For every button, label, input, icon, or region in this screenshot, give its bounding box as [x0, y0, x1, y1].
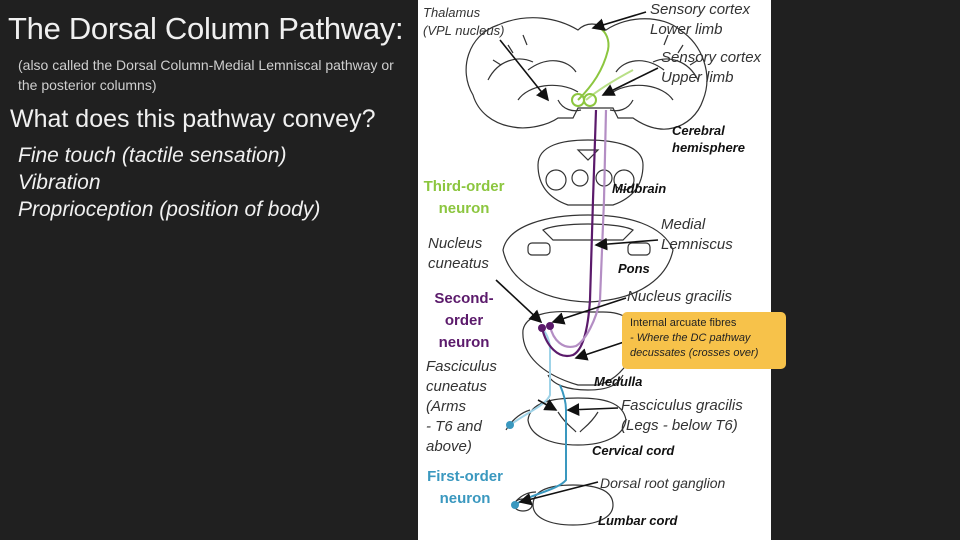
diagram-panel	[418, 0, 771, 540]
pointer-arrows	[495, 11, 659, 506]
label-line: Medial	[661, 216, 706, 233]
label-line: Fasciculus	[426, 358, 497, 375]
label-line: neuron	[439, 490, 491, 507]
cerebral-hemisphere-outline	[465, 17, 708, 130]
bullet-item: Proprioception (position of body)	[18, 198, 321, 221]
label-line: Second-	[434, 290, 494, 307]
right-margin	[771, 0, 960, 540]
label-line: (VPL nucleus)	[423, 23, 505, 38]
label-line: hemisphere	[672, 140, 745, 155]
label-nucleus-gracilis: Nucleus gracilis	[627, 288, 733, 305]
dorsal-column-diagram	[465, 11, 708, 526]
slide-text-area: The Dorsal Column Pathway: (also called …	[0, 0, 418, 540]
bullet-list: Fine touch (tactile sensation) Vibration…	[18, 142, 320, 223]
label-cerebral-hemisphere: Cerebral hemisphere	[672, 122, 745, 156]
label-line: cuneatus	[426, 378, 487, 395]
slide-subtitle: (also called the Dorsal Column-Medial Le…	[18, 57, 394, 93]
third-order-neuron-path	[571, 27, 634, 107]
label-thalamus: Thalamus (VPL nucleus)	[423, 4, 504, 40]
label-line: (Legs - below T6)	[621, 417, 738, 434]
label-sensory-cortex-upper: Sensory cortex Upper limb	[661, 48, 761, 88]
label-line: neuron	[438, 200, 490, 217]
label-midbrain: Midbrain	[612, 181, 667, 196]
label-line: First-order	[427, 468, 503, 485]
label-pons: Pons	[618, 261, 650, 276]
label-fasciculus-gracilis: Fasciculus gracilis (Legs - below T6)	[621, 396, 743, 436]
label-line: - T6 and	[426, 418, 482, 435]
label-line: Nucleus	[428, 235, 483, 252]
label-line: Cerebral	[672, 123, 725, 138]
callout-description: - Where the DC pathway decussates (cross…	[630, 332, 759, 359]
slide-question: What does this pathway convey?	[10, 105, 376, 133]
label-cervical-cord: Cervical cord	[592, 443, 675, 458]
label-line: Third-order	[423, 178, 505, 195]
label-line: Lower limb	[650, 21, 723, 38]
callout-internal-arcuate-fibres: Internal arcuate fibres - Where the DC p…	[622, 312, 786, 369]
label-line: order	[444, 312, 484, 329]
label-line: (Arms	[426, 398, 466, 415]
callout-title: Internal arcuate fibres	[630, 317, 737, 329]
bullet-item: Vibration	[18, 171, 101, 194]
label-line: neuron	[438, 334, 490, 351]
label-line: above)	[426, 438, 472, 455]
label-line: Thalamus	[423, 5, 481, 20]
label-dorsal-root-ganglion: Dorsal root ganglion	[600, 475, 726, 491]
label-nucleus-cuneatus: Nucleus cuneatus	[428, 234, 489, 274]
midbrain-section	[537, 139, 644, 206]
label-second-order-neuron: Second- order neuron	[424, 288, 504, 354]
label-third-order-neuron: Third-order neuron	[418, 176, 510, 220]
label-sensory-cortex-lower: Sensory cortex Lower limb	[650, 0, 750, 40]
label-first-order-neuron: First-order neuron	[418, 466, 512, 510]
slide-title: The Dorsal Column Pathway:	[8, 11, 404, 46]
label-line: Sensory cortex	[650, 1, 751, 18]
label-line: cuneatus	[428, 255, 489, 272]
label-lumbar-cord: Lumbar cord	[598, 513, 678, 528]
label-medial-lemniscus: Medial Lemniscus	[661, 215, 733, 255]
label-fasciculus-cuneatus: Fasciculus cuneatus (Arms - T6 and above…	[426, 357, 497, 457]
label-medulla: Medulla	[594, 374, 643, 389]
label-line: Upper limb	[661, 69, 734, 86]
pons-section	[502, 214, 674, 303]
bullet-item: Fine touch (tactile sensation)	[18, 144, 287, 167]
label-line: Fasciculus gracilis	[621, 397, 743, 414]
label-line: Lemniscus	[661, 236, 733, 253]
label-line: Sensory cortex	[661, 49, 762, 66]
